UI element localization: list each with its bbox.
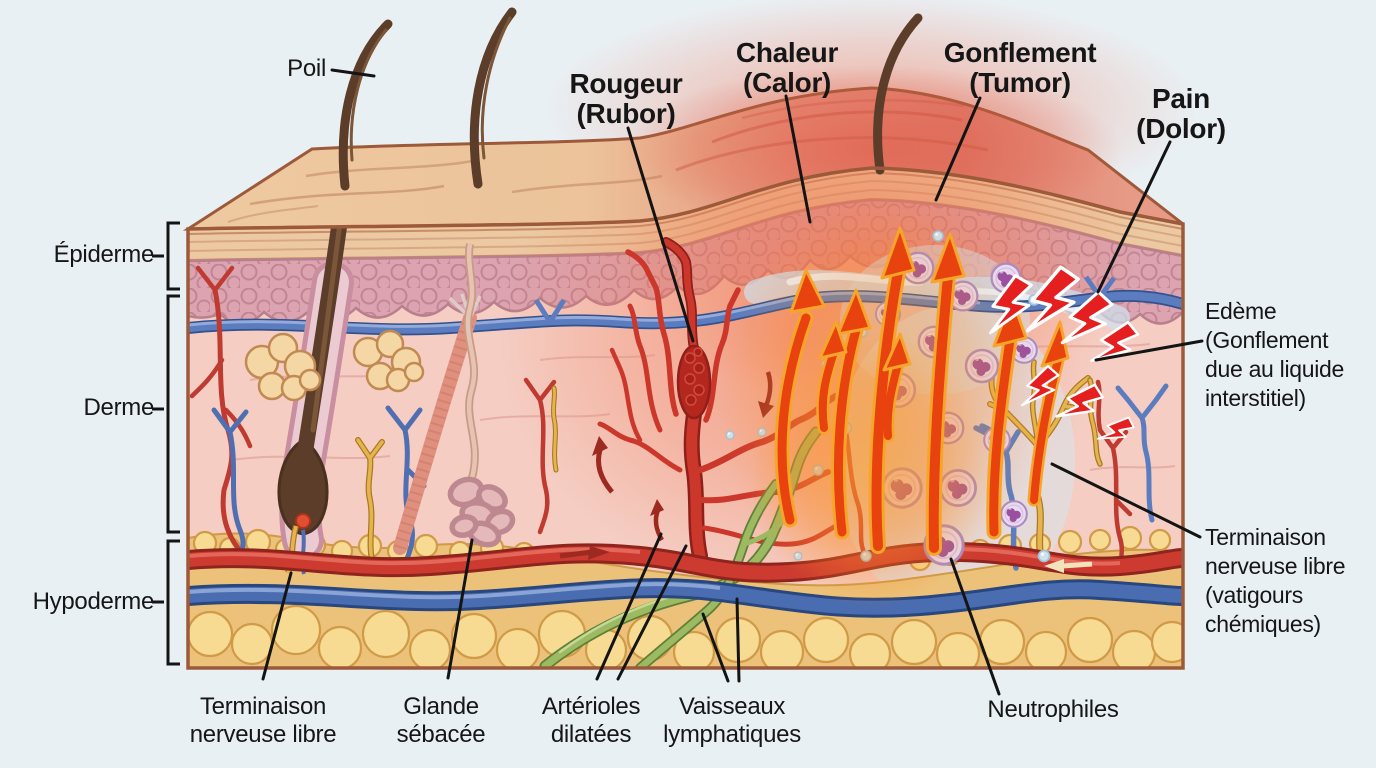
label-poil: Poil bbox=[287, 55, 326, 82]
label-chaleur: Chaleur(Calor) bbox=[735, 37, 839, 98]
leader-rougeur bbox=[626, 126, 695, 343]
leader-vaisseaux-1 bbox=[735, 597, 741, 683]
leader-vaisseaux-2 bbox=[701, 612, 730, 683]
sweat-gland bbox=[447, 243, 516, 548]
bracket-derme bbox=[152, 294, 180, 534]
label-neutrophiles: Neutrophiles bbox=[987, 696, 1119, 723]
sebaceous-gland bbox=[244, 329, 425, 402]
label-hypoderme: Hypoderme bbox=[32, 588, 155, 615]
block-outline bbox=[186, 166, 1185, 670]
leader-lines bbox=[261, 68, 1204, 696]
leader-chaleur bbox=[784, 94, 812, 224]
leader-poil bbox=[330, 68, 376, 78]
layer-brackets bbox=[152, 221, 180, 666]
leader-glande bbox=[446, 538, 474, 680]
label-pain: Pain(Dolor) bbox=[1136, 83, 1226, 144]
leader-terminaison-droite bbox=[1050, 462, 1202, 539]
hairs bbox=[338, 7, 923, 191]
leader-edeme bbox=[1094, 339, 1204, 362]
hypodermal-vein bbox=[188, 578, 1183, 618]
leader-pain bbox=[1096, 140, 1172, 294]
leader-arterioles-1 bbox=[595, 532, 663, 681]
leader-gonflement bbox=[934, 96, 982, 202]
heat-arrows bbox=[720, 200, 1070, 610]
label-epiderme: Épiderme bbox=[53, 241, 155, 268]
label-rougeur: Rougeur(Rubor) bbox=[569, 68, 683, 129]
hypodermal-artery bbox=[188, 541, 1183, 583]
leader-neutrophiles bbox=[949, 557, 1001, 696]
label-gonflement: Gonflement(Tumor) bbox=[943, 37, 1097, 98]
leader-arterioles-2 bbox=[616, 544, 688, 681]
skin-front-face bbox=[188, 168, 1183, 668]
label-derme: Derme bbox=[83, 394, 154, 421]
leader-terminaison-bas bbox=[261, 571, 293, 681]
bracket-epiderme bbox=[152, 221, 180, 291]
bracket-hypoderme bbox=[152, 539, 180, 666]
